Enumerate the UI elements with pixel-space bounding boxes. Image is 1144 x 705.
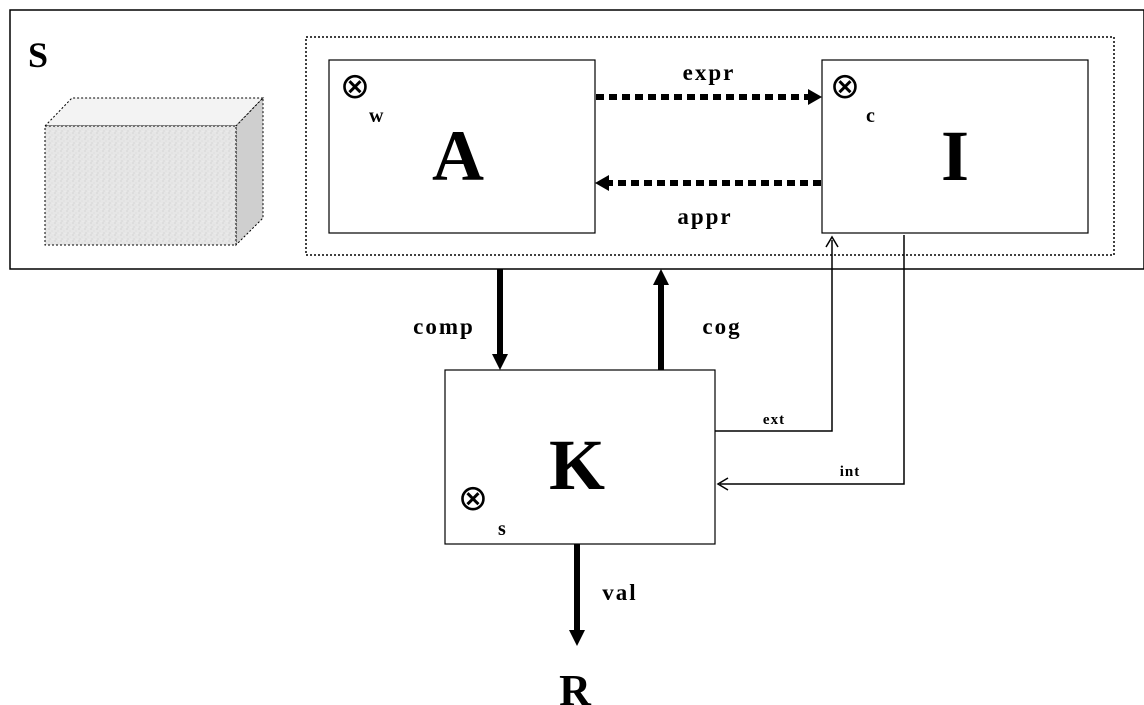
node-a-box [328,59,596,234]
edge-cog-label: cog [702,314,741,339]
node-a-label: A [432,116,484,196]
operator-c-symbol: ⊗ [830,66,860,107]
node-i-box [821,59,1089,234]
node-k-label: K [549,425,605,505]
edge-int-label: int [840,464,861,480]
edge-val-label: val [602,580,637,605]
edge-appr-arrowhead [595,175,609,191]
edge-comp-arrowhead [492,354,508,370]
edge-appr-label: appr [677,204,732,229]
system-frame [9,9,1144,270]
edge-ext-arrowhead [825,235,839,248]
operator-s-symbol: ⊗ [458,478,488,519]
edge-int-arrowhead [716,477,729,491]
edge-val-arrowhead [569,630,585,646]
edge-cog-arrowhead [653,269,669,285]
inner-frame [305,36,1115,256]
edge-comp-label: comp [413,314,475,339]
node-r-label: R [559,666,592,705]
edge-ext-line [715,240,833,432]
operator-w-symbol: ⊗ [340,66,370,107]
system-cube [43,96,265,247]
edge-int-line [720,235,905,485]
edge-ext-label: ext [763,412,785,428]
operator-c-subscript: c [866,105,875,127]
system-label: S [28,35,48,75]
operator-s-subscript: s [498,518,506,540]
edge-expr-label: expr [683,60,736,85]
node-k-box [444,369,716,545]
node-i-label: I [941,116,969,196]
operator-w-subscript: w [369,105,384,127]
edge-expr-arrowhead [808,89,822,105]
